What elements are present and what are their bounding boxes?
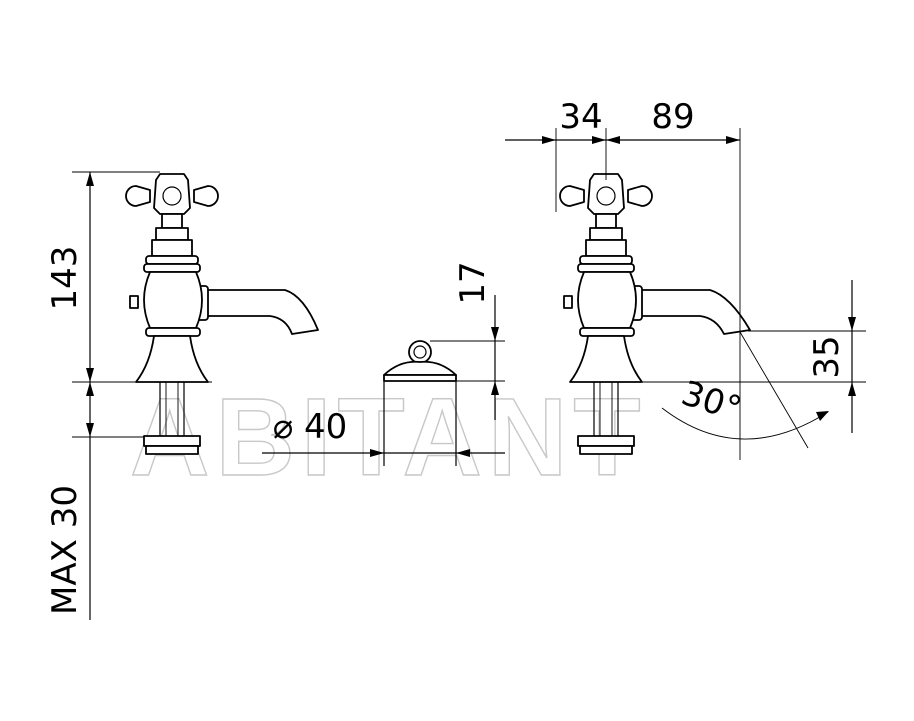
right-handle-hub (587, 173, 625, 215)
angle-arrow (816, 411, 829, 421)
right-collar (579, 255, 633, 265)
cap-dome (383, 360, 457, 376)
dim-max30-arrow-bottom (86, 423, 94, 437)
right-tap (559, 173, 751, 455)
dim-label-34: 34 (559, 97, 602, 137)
left-handle-arm-left (125, 185, 151, 207)
right-stem (595, 213, 617, 229)
left-backnut-lower (145, 445, 199, 455)
left-collar (145, 255, 199, 265)
left-base (135, 335, 209, 383)
left-handle-arm-right (193, 185, 219, 207)
left-spout (203, 289, 319, 335)
dim-89-arrow-right (726, 136, 740, 144)
left-body (143, 271, 203, 329)
dim-label-35: 35 (807, 335, 847, 378)
right-handle-arm-left (559, 185, 585, 207)
dim-label-diameter: ⌀ 40 (273, 407, 348, 447)
dim-34-arrow-left (542, 136, 556, 144)
dim-35-arrow-top (848, 317, 856, 331)
left-backnut (143, 435, 201, 447)
right-base (569, 335, 643, 383)
right-bonnet (585, 239, 627, 257)
dim-label-max30: MAX 30 (45, 485, 85, 615)
right-handle-screw (596, 186, 616, 206)
dim-label-143: 143 (45, 246, 85, 311)
dim-label-89: 89 (651, 97, 694, 137)
right-waist (579, 327, 635, 337)
dim-89-arrow-left (606, 136, 620, 144)
right-backnut-lower (579, 445, 633, 455)
left-collar-lower (143, 263, 201, 273)
dim-17-arrow-bottom (491, 381, 499, 395)
left-handle-hub (153, 173, 191, 215)
left-stem-nut (155, 227, 189, 241)
indicator-cap (383, 340, 457, 466)
left-bonnet (151, 239, 193, 257)
dim-17-arrow-top (491, 327, 499, 341)
left-handle-screw (162, 186, 182, 206)
angle-ray (739, 331, 809, 449)
left-stem (161, 213, 183, 229)
dim-35-arrow-bottom (848, 382, 856, 396)
right-body (577, 271, 637, 329)
watermark: ABITANT (130, 376, 647, 499)
right-collar-lower (577, 263, 635, 273)
right-stem-nut (589, 227, 623, 241)
cap-ring-inner (413, 345, 427, 359)
dim-max30-arrow-top (86, 382, 94, 396)
dim-dia-arrow-right (456, 449, 470, 457)
right-handle-arm-right (627, 185, 653, 207)
left-waist (145, 327, 201, 337)
left-tap (125, 173, 319, 455)
dim-34-arrow-right (592, 136, 606, 144)
right-spout (639, 289, 751, 335)
dim-143-arrow-top (86, 172, 94, 186)
left-knob (129, 295, 139, 309)
cap-ring (408, 340, 432, 364)
angle-arc (661, 407, 829, 440)
right-backnut (577, 435, 635, 447)
right-knob (563, 295, 573, 309)
dim-label-17: 17 (453, 261, 493, 304)
dim-dia-arrow-left (370, 449, 384, 457)
dim-143-arrow-bottom (86, 368, 94, 382)
cap-rim (383, 374, 457, 382)
